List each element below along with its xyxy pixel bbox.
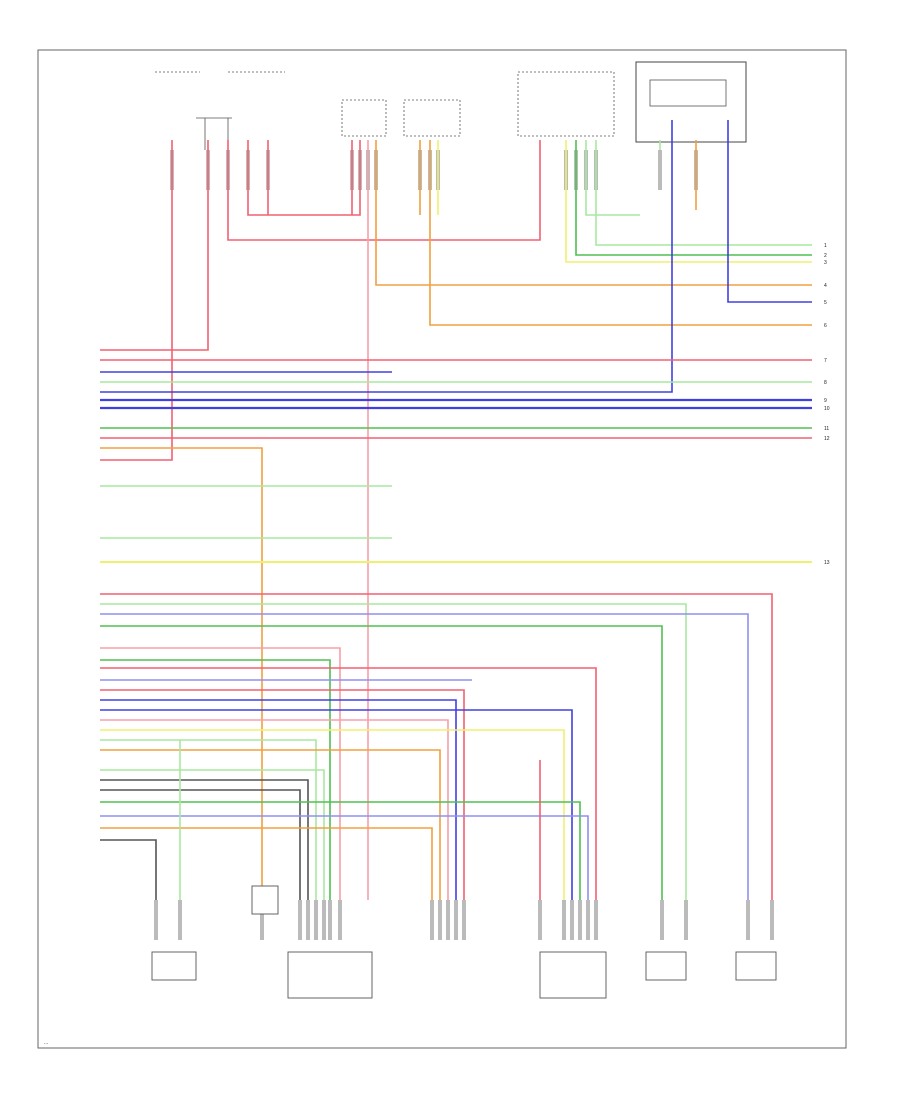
- wire-f-green-2: [100, 659, 331, 900]
- top-components: [155, 61, 747, 150]
- wire-f-dark-2: [100, 789, 301, 900]
- bottom-pin-18: [578, 900, 582, 940]
- wire-yellow-2: [565, 140, 812, 263]
- wire-f-orange-1: [100, 749, 441, 900]
- bottom-pin-20: [594, 900, 598, 940]
- wire-h-orange-1: [100, 447, 263, 900]
- bottom-pin-14: [462, 900, 466, 940]
- bottom-pin-4: [298, 900, 302, 940]
- connector-ref-7: 7: [824, 358, 827, 364]
- bottom-pin-5: [306, 900, 310, 940]
- wire-f-lgreen-3: [100, 769, 325, 900]
- bottom-pin-3: [260, 900, 264, 940]
- connector-ref-12: 12: [824, 436, 830, 442]
- wire-f-blue-1: [100, 699, 457, 900]
- bottom-pin-1: [154, 900, 158, 940]
- bottom-pin-12: [446, 900, 450, 940]
- wire-blue-2: [727, 120, 812, 303]
- wire-f-pink-1: [100, 647, 341, 900]
- bottom-pin-16: [562, 900, 566, 940]
- wire-f-lgreen-1: [100, 603, 687, 900]
- bottom-pin-17: [570, 900, 574, 940]
- wire-f-pink-2: [100, 719, 449, 900]
- wires: [100, 120, 812, 900]
- wire-f-orange-2: [100, 827, 433, 900]
- wire-f-red-3: [100, 689, 465, 900]
- wire-f-red-2: [100, 667, 597, 900]
- bottom-pin-19: [586, 900, 590, 940]
- connector-ref-11: 11: [824, 426, 829, 432]
- bottom-pin-21: [660, 900, 664, 940]
- wire-orange-1: [375, 140, 812, 286]
- connector-ref-10: 10: [824, 406, 830, 412]
- wire-f-dark-1: [100, 779, 309, 900]
- bottom-pin-6: [314, 900, 318, 940]
- bottom-pin-23: [746, 900, 750, 940]
- bottom-components: [151, 885, 777, 999]
- wire-green-1: [575, 140, 812, 256]
- connector-ref-8: 8: [824, 380, 827, 386]
- wire-f-green-1: [100, 625, 663, 900]
- wire-blue-1: [100, 120, 673, 393]
- connector-ref-1: 1: [824, 243, 827, 249]
- wire-f-green-3: [100, 801, 581, 900]
- bottom-pin-7: [322, 900, 326, 940]
- diagram-frame: [37, 49, 847, 1049]
- bottom-pin-9: [338, 900, 342, 940]
- bottom-pin-11: [438, 900, 442, 940]
- bottom-pin-24: [770, 900, 774, 940]
- bottom-pin-15: [538, 900, 542, 940]
- bottom-pin-22: [684, 900, 688, 940]
- bottom-pin-13: [454, 900, 458, 940]
- top-pin-17: [658, 150, 662, 190]
- connector-ref-3: 3: [824, 260, 827, 266]
- connector-ref-6: 6: [824, 323, 827, 329]
- wire-orange-3: [429, 140, 812, 326]
- bottom-pin-10: [430, 900, 434, 940]
- wire-f-yellow-1: [100, 729, 565, 900]
- bottom-pin-8: [328, 900, 332, 940]
- connector-ref-13: 13: [824, 560, 830, 566]
- page-reference: ...: [44, 1040, 48, 1046]
- connector-ref-2: 2: [824, 253, 827, 259]
- wire-red-1: [100, 140, 173, 461]
- wire-f-blue-2: [100, 709, 573, 900]
- relay-box: [635, 61, 747, 143]
- wire-red-3: [227, 140, 541, 241]
- wire-red-4: [247, 140, 361, 216]
- connector-ref-9: 9: [824, 398, 827, 404]
- bottom-pin-2: [178, 900, 182, 940]
- wire-red-2: [100, 140, 209, 351]
- wire-f-lblue-1: [100, 613, 749, 900]
- wire-f-red-1: [100, 593, 773, 900]
- wire-f-lgreen-2: [100, 739, 317, 900]
- wire-f-dark-3: [100, 839, 157, 900]
- wire-f-lblue-3: [100, 815, 589, 900]
- connector-ref-4: 4: [824, 283, 827, 289]
- connector-ref-5: 5: [824, 300, 827, 306]
- wire-lgreen-1: [585, 140, 640, 216]
- wire-lgreen-2: [595, 140, 812, 246]
